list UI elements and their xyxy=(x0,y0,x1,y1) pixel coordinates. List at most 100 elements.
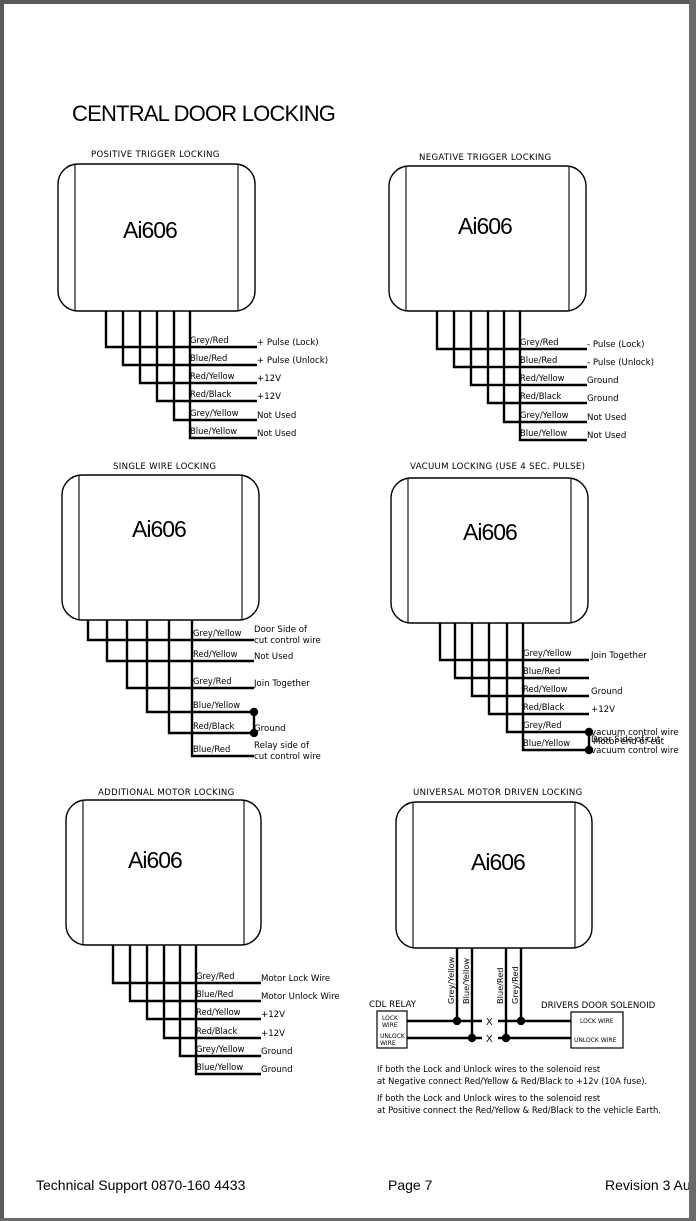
wire xyxy=(145,620,254,714)
wire xyxy=(452,311,587,369)
vertical-wire-label: Grey/Yellow xyxy=(446,956,456,1004)
wire-cut-gap xyxy=(482,1034,498,1042)
unit-model-label: Ai606 xyxy=(132,516,186,542)
wire-color-label: Grey/Red xyxy=(190,335,229,345)
wire xyxy=(128,945,261,1003)
wire-function-label: Motor end of cut xyxy=(593,737,665,747)
unit-housing xyxy=(390,477,589,624)
wire-color-label: Grey/Red xyxy=(196,971,235,981)
unit-model-label: Ai606 xyxy=(458,213,512,239)
relay-lock-label-2: WIRE xyxy=(382,1022,398,1029)
wire-function-label: Motor Unlock Wire xyxy=(261,992,340,1002)
junction-dot xyxy=(249,707,259,717)
wire-color-label: Red/Yellow xyxy=(523,684,568,694)
wire-function-label: +12V xyxy=(261,1029,285,1039)
wire-function-label: Ground xyxy=(254,724,286,734)
diagram-heading: SINGLE WIRE LOCKING xyxy=(113,462,216,472)
relay-lock-label: LOCK xyxy=(382,1015,399,1022)
solenoid-lock-label: LOCK WIRE xyxy=(580,1018,614,1025)
wire-function-label: - Pulse (Lock) xyxy=(587,340,645,350)
wire-color-label: Blue/Red xyxy=(523,666,560,676)
wire-color-label: Red/Yellow xyxy=(190,371,235,381)
junction-dot xyxy=(249,728,259,738)
wire xyxy=(104,311,257,349)
wire-function-label: vacuum control wire xyxy=(591,746,679,756)
wire-function-label: Relay side of xyxy=(254,741,310,751)
junction-dot xyxy=(516,1016,526,1026)
wire xyxy=(470,623,589,698)
wire-function-label: cut control wire xyxy=(254,636,321,646)
wire xyxy=(145,945,261,1021)
wire xyxy=(469,311,587,387)
wire xyxy=(86,620,254,642)
wire-function-label: Ground xyxy=(587,376,619,386)
vertical-wire-label: Grey/Red xyxy=(510,966,520,1004)
diagram-heading: POSITIVE TRIGGER LOCKING xyxy=(91,150,220,160)
wire xyxy=(521,623,589,752)
wire xyxy=(105,620,254,663)
wire-color-label: Blue/Red xyxy=(193,744,230,754)
page-edge-right xyxy=(689,0,696,1221)
wire-color-label: Blue/Yellow xyxy=(196,1062,243,1072)
solenoid-unlock-label: UNLOCK WIRE xyxy=(574,1037,617,1044)
wire xyxy=(121,311,257,367)
wire-color-label: Grey/Yellow xyxy=(190,408,239,418)
wire xyxy=(486,311,587,405)
diagram-heading: VACUUM LOCKING (USE 4 SEC. PULSE) xyxy=(410,462,585,472)
wire-color-label: Grey/Yellow xyxy=(193,628,242,638)
wire xyxy=(487,623,589,716)
cdl-relay-box xyxy=(376,1010,408,1049)
wire-function-label: Join Together xyxy=(253,679,310,689)
wire xyxy=(155,311,257,403)
universal-note-line: If both the Lock and Unlock wires to the… xyxy=(377,1064,601,1074)
wire xyxy=(190,620,254,758)
wire-function-label: +12V xyxy=(257,374,281,384)
diagram-1: POSITIVE TRIGGER LOCKING Ai606Blue/Yellow… xyxy=(57,150,328,440)
unit-model-label: Ai606 xyxy=(463,519,517,545)
wire-function-label: Join Together xyxy=(590,651,647,661)
wire-function-label: +12V xyxy=(591,705,615,715)
unit-model-label: Ai606 xyxy=(128,847,182,873)
relay-unlock-label: UNLOCK xyxy=(380,1033,406,1040)
wire-color-label: Red/Black xyxy=(523,702,565,712)
wire-color-label: Grey/Yellow xyxy=(520,410,569,420)
junction-dot xyxy=(584,745,594,755)
wire-function-label: Motor Lock Wire xyxy=(261,974,330,984)
wire xyxy=(194,945,261,1076)
page-edge-bottom xyxy=(0,1218,696,1221)
wire-cut-mark: X xyxy=(486,1017,493,1028)
wire-function-label: - Pulse (Unlock) xyxy=(587,358,654,368)
wire-function-label: Ground xyxy=(587,394,619,404)
wire xyxy=(438,623,589,662)
footer-support: Technical Support 0870-160 4433 xyxy=(36,1177,246,1193)
diagram-heading: ADDITIONAL MOTOR LOCKING xyxy=(98,788,235,798)
footer-revision: Revision 3 Aug xyxy=(605,1177,696,1193)
unit-model-label: Ai606 xyxy=(123,217,177,243)
wire-color-label: Grey/Yellow xyxy=(196,1044,245,1054)
wire xyxy=(125,620,254,690)
wire-function-label: Not Used xyxy=(257,411,296,421)
wire-color-label: Grey/Red xyxy=(523,720,562,730)
wire-color-label: Red/Yellow xyxy=(196,1007,241,1017)
wire-color-label: Blue/Yellow xyxy=(190,426,237,436)
relay-unlock-label-2: WIRE xyxy=(380,1040,396,1047)
diagram-heading: NEGATIVE TRIGGER LOCKING xyxy=(419,153,551,163)
wire xyxy=(162,945,261,1040)
solenoid-title: DRIVERS DOOR SOLENOID xyxy=(541,1001,656,1011)
unit-housing xyxy=(395,801,593,949)
wire-function-label: + Pulse (Unlock) xyxy=(257,356,328,366)
wire-color-label: Red/Yellow xyxy=(520,373,565,383)
wire-color-label: Blue/Yellow xyxy=(523,738,570,748)
wire-function-label: Not Used xyxy=(587,413,626,423)
wire-function-label: +12V xyxy=(261,1010,285,1020)
universal-note-line: at Positive connect the Red/Yellow & Red… xyxy=(377,1105,661,1115)
diagram-4: VACUUM LOCKING (USE 4 SEC. PULSE) Ai606Bl… xyxy=(390,462,679,756)
junction-dot xyxy=(467,1033,477,1043)
wire-function-label: Ground xyxy=(591,687,623,697)
wire xyxy=(453,623,589,680)
wire-color-label: Blue/Red xyxy=(196,989,233,999)
wire-color-label: Blue/Red xyxy=(190,353,227,363)
wire-function-label: Ground xyxy=(261,1047,293,1057)
